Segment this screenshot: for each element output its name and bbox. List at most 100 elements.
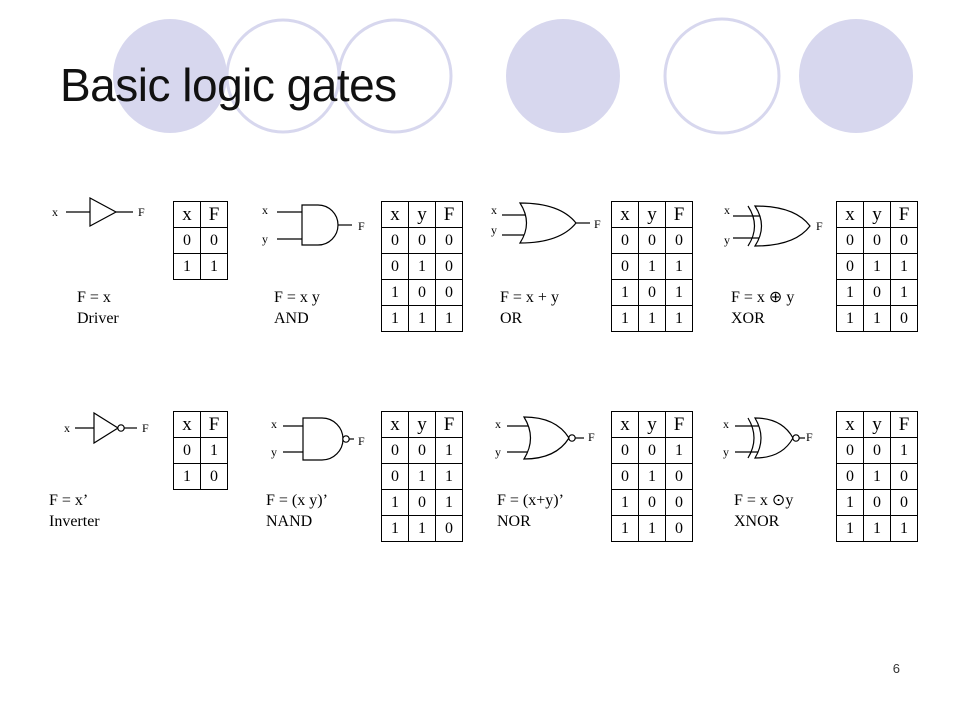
- table-cell: 0: [836, 227, 864, 254]
- gate-label-inverter: F = x’ Inverter: [49, 490, 100, 532]
- gate-label-or: F = x + y OR: [500, 287, 559, 329]
- gate-label-and: F = x y AND: [274, 287, 320, 329]
- table-cell: 1: [836, 515, 864, 542]
- table-header-cell: x: [381, 201, 409, 228]
- table-cell: 0: [665, 515, 693, 542]
- table-cell: 1: [863, 305, 891, 332]
- slide-title: Basic logic gates: [60, 59, 397, 111]
- decorative-circles: [113, 17, 913, 135]
- output-f-label: F: [142, 421, 149, 435]
- table-cell: 0: [435, 515, 463, 542]
- input-x-label: x: [52, 205, 58, 219]
- table-cell: 0: [435, 279, 463, 306]
- input-x-label: x: [495, 417, 501, 431]
- input-y-label: y: [723, 445, 729, 459]
- table-cell: 1: [890, 437, 918, 464]
- input-x-label: x: [723, 417, 729, 431]
- output-f-label: F: [806, 430, 813, 444]
- table-cell: 1: [836, 305, 864, 332]
- table-cell: 0: [836, 463, 864, 490]
- gate-name: XNOR: [734, 513, 780, 530]
- gate-name: XOR: [731, 310, 765, 327]
- input-y-label: y: [262, 232, 268, 246]
- output-f-label: F: [358, 219, 365, 233]
- table-cell: 0: [890, 227, 918, 254]
- gate-label-nand: F = (x y)’ NAND: [266, 490, 328, 532]
- table-cell: 1: [890, 515, 918, 542]
- output-f-label: F: [358, 434, 365, 448]
- table-header-cell: x: [611, 201, 639, 228]
- table-header-cell: y: [638, 201, 666, 228]
- table-cell: 1: [435, 437, 463, 464]
- gate-name: NOR: [497, 513, 531, 530]
- table-cell: 0: [435, 227, 463, 254]
- table-cell: 1: [173, 253, 201, 280]
- table-cell: 1: [435, 489, 463, 516]
- table-cell: 0: [435, 253, 463, 280]
- circle-decoration: [113, 19, 227, 133]
- table-cell: 1: [836, 489, 864, 516]
- table-cell: 0: [665, 463, 693, 490]
- input-y-label: y: [495, 445, 501, 459]
- gate-expression: F = x ⊕ y: [731, 289, 795, 306]
- table-cell: 0: [381, 227, 409, 254]
- table-header-cell: x: [836, 411, 864, 438]
- gate-name: AND: [274, 310, 309, 327]
- page-number: 6: [892, 661, 900, 676]
- gate-name: Inverter: [49, 513, 100, 530]
- table-header-cell: x: [611, 411, 639, 438]
- input-x-label: x: [491, 203, 497, 217]
- table-cell: 0: [638, 489, 666, 516]
- input-x-label: x: [724, 203, 730, 217]
- input-x-label: x: [271, 417, 277, 431]
- output-f-label: F: [138, 205, 145, 219]
- gate-name: Driver: [77, 310, 119, 327]
- gate-expression: F = (x y)’: [266, 492, 328, 509]
- gate-expression: F = (x+y)’: [497, 492, 564, 509]
- gate-expression: F = x: [77, 289, 111, 306]
- table-cell: 1: [408, 515, 436, 542]
- table-cell: 1: [863, 463, 891, 490]
- table-header-cell: F: [890, 201, 918, 228]
- table-cell: 1: [611, 515, 639, 542]
- table-header-cell: y: [863, 411, 891, 438]
- table-header-cell: F: [890, 411, 918, 438]
- gate-expression: F = x’: [49, 492, 89, 509]
- table-cell: 1: [435, 463, 463, 490]
- gate-expression: F = x + y: [500, 289, 559, 306]
- table-cell: 0: [890, 463, 918, 490]
- table-cell: 0: [836, 437, 864, 464]
- output-f-label: F: [594, 217, 601, 231]
- circle-decoration: [337, 18, 453, 134]
- circle-decoration: [663, 17, 781, 135]
- gate-expression: F = x ⊙y: [734, 492, 794, 509]
- table-header-cell: y: [408, 411, 436, 438]
- circle-decoration: [506, 19, 620, 133]
- gate-label-xor: F = x ⊕ y XOR: [731, 287, 794, 329]
